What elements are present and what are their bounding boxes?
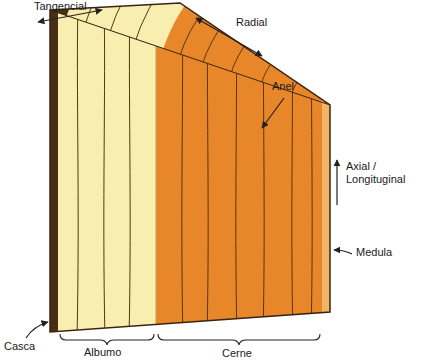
part-label: Anel <box>272 80 294 93</box>
part-label: Cerne <box>222 347 252 360</box>
cerne-brace <box>158 334 320 345</box>
anel-leader <box>262 98 284 128</box>
axial-arrow <box>336 160 337 205</box>
direction-label: Tangencial <box>34 0 87 13</box>
part-label: Albumo <box>84 346 121 359</box>
part-label: Casca <box>4 340 35 353</box>
part-label: Medula <box>356 246 392 259</box>
medula-leader <box>334 250 352 254</box>
casca-leader <box>26 322 48 338</box>
direction-label: Radial <box>236 16 267 29</box>
top-face <box>30 0 423 362</box>
albumo-brace <box>60 334 154 345</box>
direction-label: Axial / Longituginal <box>346 160 418 185</box>
